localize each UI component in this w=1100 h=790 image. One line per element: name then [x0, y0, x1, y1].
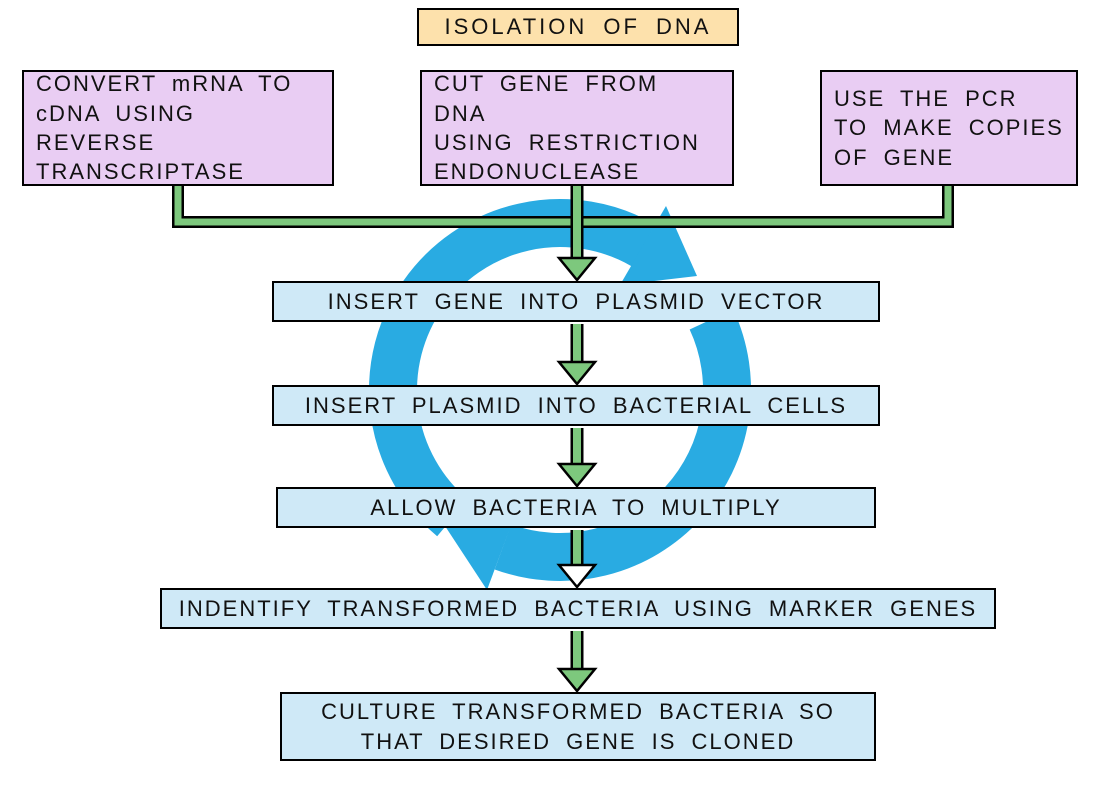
method-label: USE THE PCR TO MAKE COPIES OF GENE	[834, 85, 1064, 170]
step-box-identify-transformed: INDENTIFY TRANSFORMED BACTERIA USING MAR…	[160, 588, 996, 629]
title-box: ISOLATION OF DNA	[417, 8, 739, 46]
method-box-pcr: USE THE PCR TO MAKE COPIES OF GENE	[820, 70, 1078, 186]
step-label: INSERT GENE INTO PLASMID VECTOR	[327, 288, 825, 314]
step-box-culture-bacteria: CULTURE TRANSFORMED BACTERIA SO THAT DES…	[280, 692, 876, 761]
method-label: CUT GENE FROM DNA USING RESTRICTION ENDO…	[434, 71, 700, 185]
branch-connector-line	[172, 184, 954, 228]
down-arrow-icon	[556, 530, 598, 589]
step-label: INSERT PLASMID INTO BACTERIAL CELLS	[304, 392, 848, 418]
page-title: ISOLATION OF DNA	[444, 14, 712, 40]
step-label: CULTURE TRANSFORMED BACTERIA SO THAT DES…	[321, 699, 835, 754]
step-label: INDENTIFY TRANSFORMED BACTERIA USING MAR…	[178, 595, 978, 621]
down-arrow-icon	[556, 324, 598, 386]
step-label: ALLOW BACTERIA TO MULTIPLY	[370, 494, 782, 520]
step-box-bacteria-multiply: ALLOW BACTERIA TO MULTIPLY	[276, 487, 876, 528]
step-box-insert-plasmid: INSERT PLASMID INTO BACTERIAL CELLS	[272, 385, 880, 426]
down-arrow-icon	[556, 631, 598, 693]
down-arrow-icon	[556, 184, 598, 282]
method-box-reverse-transcriptase: CONVERT mRNA TO cDNA USING REVERSE TRANS…	[22, 70, 334, 186]
method-box-restriction-endonuclease: CUT GENE FROM DNA USING RESTRICTION ENDO…	[420, 70, 734, 186]
method-label: CONVERT mRNA TO cDNA USING REVERSE TRANS…	[36, 71, 293, 185]
down-arrow-icon	[556, 428, 598, 488]
cycle-arrowhead-top-icon	[620, 206, 697, 285]
step-box-insert-gene: INSERT GENE INTO PLASMID VECTOR	[272, 281, 880, 322]
